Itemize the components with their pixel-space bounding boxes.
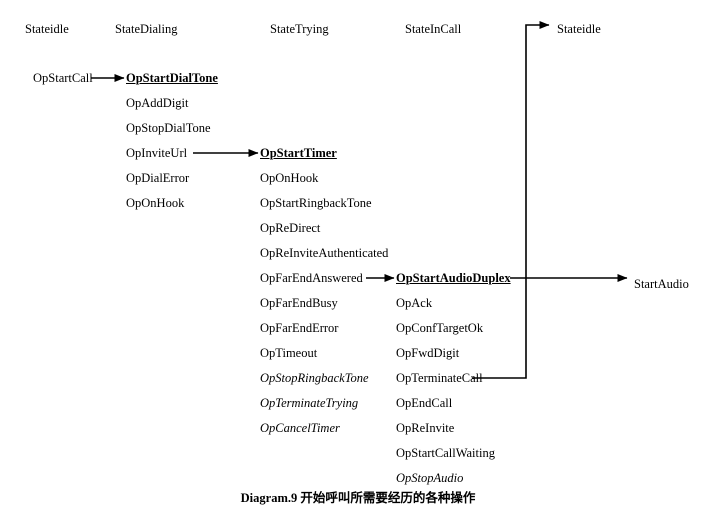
column-header-stateidle: Stateidle [25, 22, 69, 36]
operation-item: OpStopRingbackTone [260, 371, 369, 385]
operation-item: OpStartCallWaiting [396, 446, 495, 460]
operation-item: OpStartCall [33, 71, 93, 85]
operation-item: OpReDirect [260, 221, 321, 235]
column-header-statedialing: StateDialing [115, 22, 178, 36]
operation-item: OpTerminateTrying [260, 396, 359, 410]
operation-item: OpOnHook [126, 196, 185, 210]
operation-item: OpFarEndAnswered [260, 271, 363, 285]
operation-item: OpFarEndError [260, 321, 339, 335]
operation-item: OpStartTimer [260, 146, 337, 160]
operation-item: OpConfTargetOk [396, 321, 484, 335]
operation-item: OpOnHook [260, 171, 319, 185]
operation-item: OpReInviteAuthenticated [260, 246, 389, 260]
operation-item: OpAck [396, 296, 433, 310]
operation-item: OpStartDialTone [126, 71, 218, 85]
column-header-statetrying: StateTrying [270, 22, 329, 36]
operation-item: OpFarEndBusy [260, 296, 338, 310]
diagram-caption: Diagram.9 开始呼叫所需要经历的各种操作 [240, 491, 476, 505]
column-header-stateincall: StateInCall [405, 22, 462, 36]
operation-item: OpStopDialTone [126, 121, 211, 135]
operation-item: OpStartAudioDuplex [396, 271, 511, 285]
exit-node-stateidle: Stateidle [557, 22, 601, 36]
operation-item: OpStartRingbackTone [260, 196, 372, 210]
operation-item: OpDialError [126, 171, 190, 185]
operation-item: OpReInvite [396, 421, 455, 435]
exit-node-startaudio: StartAudio [634, 277, 689, 291]
operation-item: OpFwdDigit [396, 346, 460, 360]
arrow-opterminatecall-to-stateidle [472, 21, 550, 379]
operation-item: OpStopAudio [396, 471, 464, 485]
operation-item: OpCancelTimer [260, 421, 340, 435]
operation-item: OpAddDigit [126, 96, 189, 110]
operation-item: OpTimeout [260, 346, 318, 360]
operation-item: OpEndCall [396, 396, 453, 410]
operation-item: OpInviteUrl [126, 146, 188, 160]
operation-item: OpTerminateCall [396, 371, 483, 385]
